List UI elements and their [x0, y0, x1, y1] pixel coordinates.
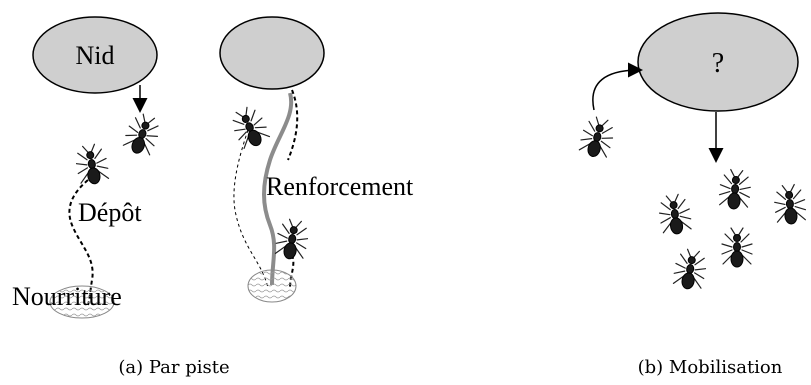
nest-ellipse-reinforced [219, 16, 325, 90]
food-source [49, 285, 115, 319]
nest-question-label: ? [712, 48, 724, 79]
nest-ellipse [32, 16, 158, 94]
trail-right-dashed [287, 89, 299, 161]
panel-a: Nid Dépôt Nourriture Renforcement (a) Pa… [12, 16, 414, 378]
food-label: Nourriture [12, 282, 122, 311]
ant-icon [576, 114, 618, 161]
ant-icon [772, 183, 808, 226]
reinforcement-label: Renforcement [266, 172, 414, 201]
caption-a: (a) Par piste [118, 357, 229, 378]
ant-icon [721, 227, 753, 268]
return-arrow [592, 62, 643, 111]
nest-ellipse-mobilisation [637, 12, 799, 112]
trail-left-dashed [233, 129, 269, 289]
ant-icon [227, 102, 273, 153]
caption-b: (b) Mobilisation [638, 357, 783, 378]
panel-b: ? (b) Mobilisation [576, 12, 808, 378]
nest-label: Nid [76, 41, 115, 70]
ant-icon [671, 247, 709, 292]
recruited-ants [656, 168, 808, 292]
ant-icon [273, 217, 311, 262]
deposit-trail [68, 179, 94, 306]
ant-icon [656, 192, 694, 237]
reinforced-trail [262, 92, 294, 286]
ant-icon [717, 168, 753, 211]
ant-icon [73, 142, 111, 187]
deposit-label: Dépôt [78, 198, 142, 227]
ant-icon [120, 110, 164, 159]
food-source-reinforced [247, 269, 297, 303]
